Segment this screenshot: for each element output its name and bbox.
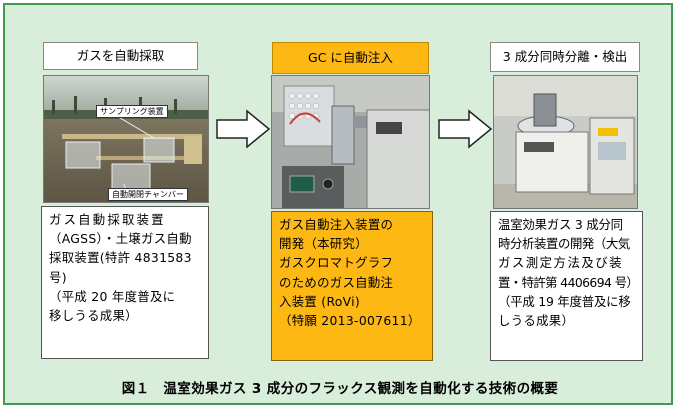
gc-analyzer-photo [493,75,638,209]
middle-panel-title: GC に自動注入 [272,42,429,74]
left-desc-line-2: （AGSS）・土壌ガス自動 [49,231,192,247]
mid-desc-line-4: のためのガス自動注 [279,274,394,290]
left-panel-title: ガスを自動採取 [43,42,198,70]
figure-caption: 図１ 温室効果ガス 3 成分のフラックス観測を自動化する技術の概要 [121,381,559,397]
mid-desc-line-5: 入装置 (RoVi) [279,293,361,309]
mid-desc-line-6: （特願 2013-007611） [279,313,421,329]
left-description: ガス自動採取装置 （AGSS）・土壌ガス自動 採取装置(特許 4831583 号… [41,206,209,359]
right-desc-line-5: （平成 19 年度普及に移 [498,293,631,309]
mid-desc-line-1: ガス自動注入装置の [279,217,394,232]
auto-chamber-label: 自動開閉チャンバー [108,188,188,201]
right-desc-line-3: ガス測定方法及び装 [498,255,624,271]
left-desc-line-4: 号) [49,269,67,285]
right-desc-line-2: 時分析装置の開発（大気 [498,236,630,252]
right-panel-title: 3 成分同時分離・検出 [490,42,640,72]
left-desc-line-1: ガス自動採取装置 [49,212,166,227]
right-desc-line-6: しうる成果） [498,313,575,329]
left-desc-line-3: 採取装置(特許 4831583 [49,250,192,266]
mid-desc-line-2: 開発（本研究） [279,236,368,252]
middle-description: ガス自動注入装置の 開発（本研究） ガスクロマトグラフ のためのガス自動注 入装… [271,211,433,361]
left-desc-line-5: （平成 20 年度普及に [49,288,176,304]
right-description: 温室効果ガス 3 成分同 時分析装置の開発（大気 ガス測定方法及び装 置・特許第… [490,211,643,361]
arrow-right-icon-1 [216,109,271,149]
left-desc-line-6: 移しうる成果） [49,308,138,324]
figure-frame: ガスを自動採取 [3,3,673,405]
sampling-device-label: サンプリング装置 [96,105,168,118]
right-desc-line-1: 温室効果ガス 3 成分同 [498,217,623,232]
right-desc-line-4: 置・特許第 4406694 号） [498,274,639,290]
field-sampling-photo: サンプリング装置 自動開閉チャンバー [43,75,209,203]
mid-desc-line-3: ガスクロマトグラフ [279,255,394,271]
gc-injector-photo [271,75,430,209]
arrow-right-icon-2 [438,109,493,149]
